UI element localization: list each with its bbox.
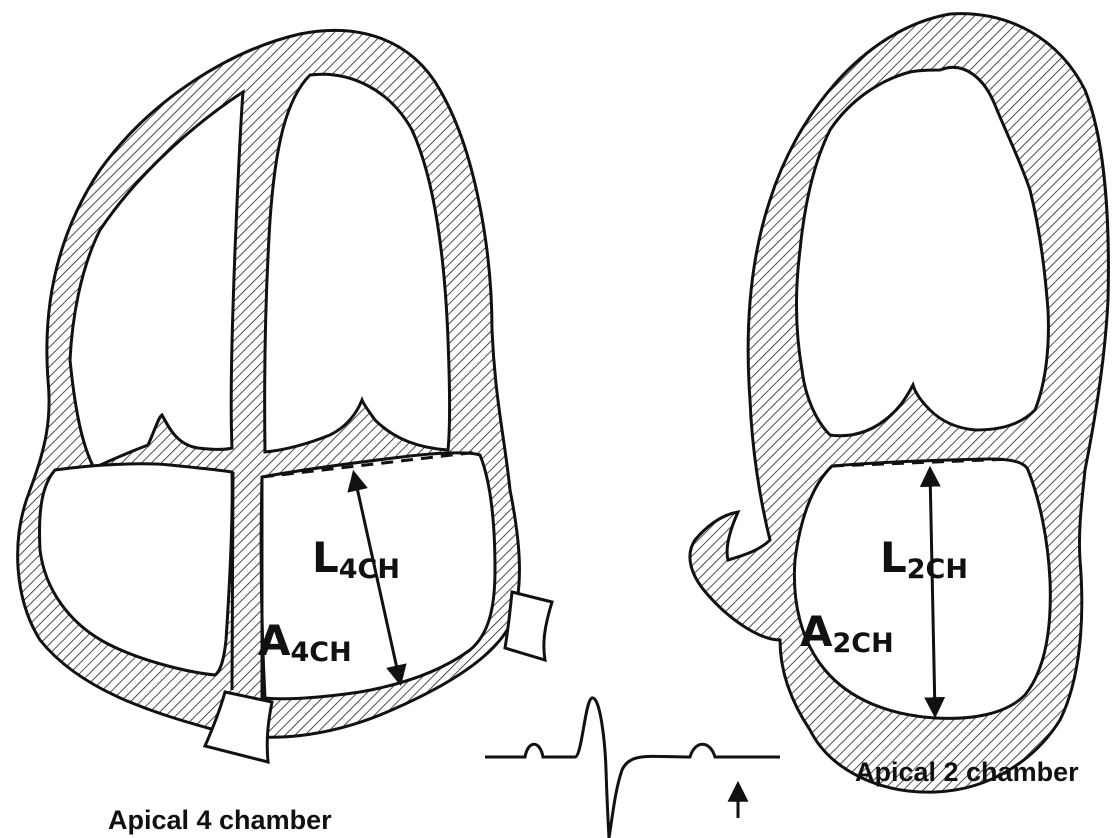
two-chamber-ventricle [794, 459, 1050, 718]
four-chamber-heart: L4CH A4CH [18, 30, 552, 762]
ecg-trace [485, 698, 780, 838]
ecg-waveform [485, 698, 780, 838]
four-chamber-valve-tab-right [505, 592, 552, 660]
two-chamber-heart: L2CH A2CH [690, 14, 1108, 792]
two-chamber-caption: Apical 2 chamber [855, 757, 1079, 787]
four-chamber-caption: Apical 4 chamber [108, 805, 332, 835]
